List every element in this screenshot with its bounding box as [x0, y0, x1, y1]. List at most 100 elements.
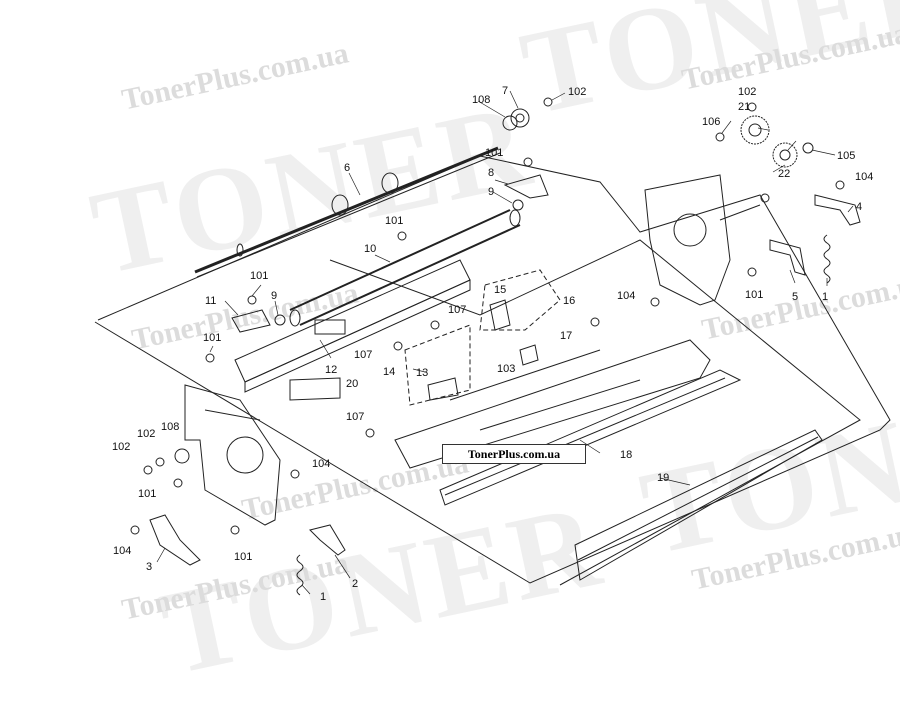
screw [365, 428, 375, 438]
callout-101: 101 [138, 488, 156, 500]
callout-18: 18 [620, 449, 632, 461]
sensor-15 [489, 299, 511, 331]
callout-107: 107 [346, 411, 364, 423]
callout-7: 7 [502, 85, 508, 97]
cap-105 [802, 142, 814, 154]
clip-103 [519, 344, 539, 366]
roller-10 [289, 209, 521, 327]
arm-5 [769, 239, 806, 276]
bracket-8 [503, 174, 549, 199]
rail-19 [574, 429, 823, 581]
callout-103: 103 [497, 363, 515, 375]
ring-104 [130, 525, 140, 535]
paper-guide-17 [394, 339, 711, 469]
screw [523, 157, 533, 167]
sensor-dashed-box [479, 269, 561, 331]
callout-5: 5 [792, 291, 798, 303]
callout-102: 102 [738, 86, 756, 98]
ring-104 [290, 469, 300, 479]
callout-108: 108 [161, 421, 179, 433]
callout-22: 22 [778, 168, 790, 180]
callout-17: 17 [560, 330, 572, 342]
ring-102 [543, 97, 553, 107]
callout-4: 4 [856, 201, 862, 213]
callout-108: 108 [472, 94, 490, 106]
sensor-dashed-box-2 [404, 324, 471, 406]
spring-1-left [296, 554, 304, 596]
screw [590, 317, 600, 327]
left-side-plate [184, 384, 281, 526]
bushing-9 [274, 314, 286, 326]
callout-8: 8 [488, 167, 494, 179]
callout-12: 12 [325, 364, 337, 376]
sensor-13 [427, 377, 459, 401]
gear-21 [740, 115, 770, 145]
callout-101: 101 [745, 289, 763, 301]
callout-19: 19 [657, 472, 669, 484]
gear-7 [510, 108, 530, 128]
screw [247, 295, 257, 305]
right-side-plate [644, 174, 761, 306]
callout-16: 16 [563, 295, 575, 307]
callout-1: 1 [822, 291, 828, 303]
callout-104: 104 [855, 171, 873, 183]
ring-104 [650, 297, 660, 307]
callout-107: 107 [448, 304, 466, 316]
spring-1-right [823, 234, 831, 284]
callout-labels: 1 1 2 3 4 5 6 7 8 9 9 10 11 12 13 14 15 … [112, 85, 873, 603]
callout-1: 1 [320, 591, 326, 603]
exploded-view-drawing: 1 1 2 3 4 5 6 7 8 9 9 10 11 12 13 14 15 … [94, 85, 891, 603]
arm-2 [309, 524, 346, 556]
assembly-outline [94, 155, 891, 584]
callout-11: 11 [205, 295, 216, 307]
arm-3 [149, 514, 201, 566]
callout-6: 6 [344, 162, 350, 174]
screw [173, 478, 183, 488]
shaft-6 [194, 146, 501, 278]
center-frame-outline [329, 239, 861, 586]
screw [747, 267, 757, 277]
screw [760, 193, 770, 203]
ring-104 [835, 180, 845, 190]
callout-9: 9 [271, 290, 277, 302]
ring-102 [747, 102, 757, 112]
callout-105: 105 [837, 150, 855, 162]
callout-3: 3 [146, 561, 152, 573]
screw [230, 525, 240, 535]
callout-15: 15 [494, 284, 506, 296]
arm-4 [814, 194, 861, 226]
plate-20 [289, 377, 341, 401]
ring-102 [155, 457, 165, 467]
screw [397, 231, 407, 241]
callout-10: 10 [364, 243, 376, 255]
gear-108-right [502, 115, 518, 131]
gear-22 [772, 142, 798, 168]
callout-106: 106 [702, 116, 720, 128]
frame-18 [439, 369, 742, 506]
callout-101: 101 [250, 270, 268, 282]
guide-plate-12 [234, 259, 471, 393]
callout-102: 102 [137, 428, 155, 440]
callout-104: 104 [312, 458, 330, 470]
ring-106 [715, 132, 725, 142]
callout-101: 101 [203, 332, 221, 344]
callout-101: 101 [385, 215, 403, 227]
callout-104: 104 [617, 290, 635, 302]
callout-102: 102 [568, 86, 586, 98]
bracket-11 [231, 309, 271, 333]
callout-104: 104 [113, 545, 131, 557]
callout-101: 101 [485, 147, 503, 159]
site-url-label: TonerPlus.com.ua [442, 444, 586, 464]
callout-21: 21 [738, 101, 750, 113]
screw [393, 341, 403, 351]
gear-108-left [174, 448, 190, 464]
callout-102: 102 [112, 441, 130, 453]
callout-14: 14 [383, 366, 395, 378]
callout-107: 107 [354, 349, 372, 361]
callout-13: 13 [416, 367, 428, 379]
bushing-9 [512, 199, 524, 211]
callout-2: 2 [352, 578, 358, 590]
screw [430, 320, 440, 330]
ring-102 [143, 465, 153, 475]
callout-9: 9 [488, 186, 494, 198]
